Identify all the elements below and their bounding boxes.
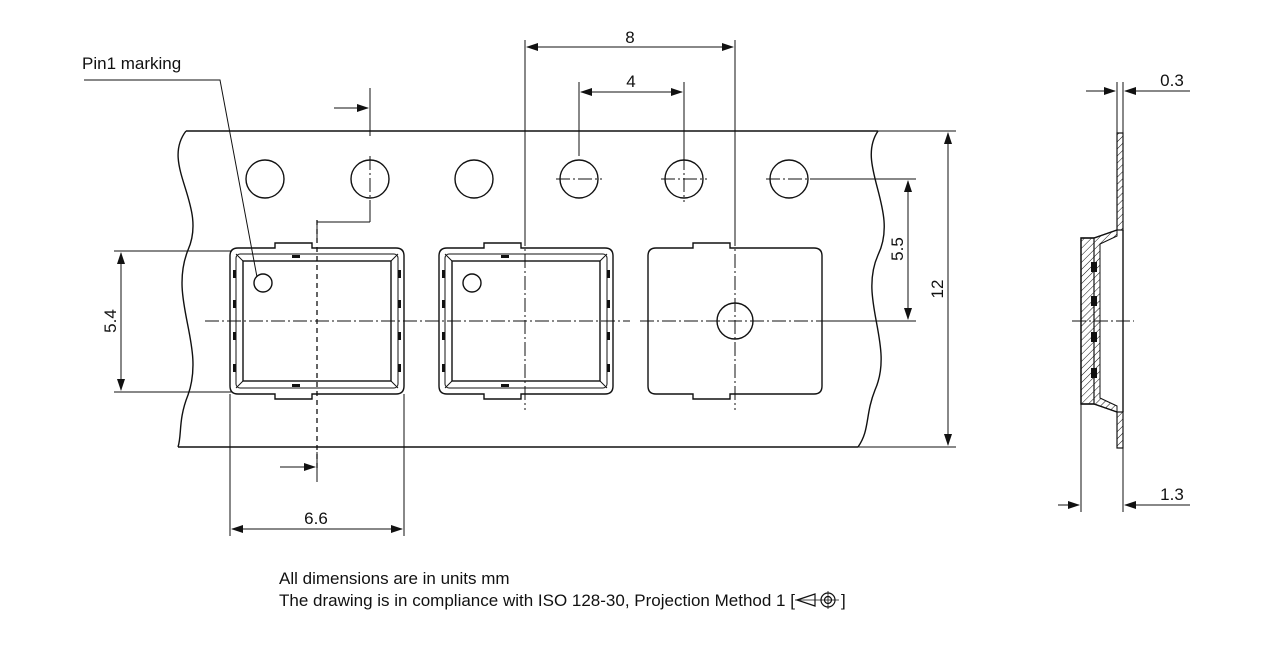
dim-pocket-width [229, 394, 405, 536]
sprocket-hole [245, 159, 285, 199]
dim-hole-to-center-label: 5.5 [888, 237, 907, 261]
iso-note: The drawing is in compliance with ISO 12… [279, 590, 846, 612]
dim-tape-width-label: 12 [928, 280, 947, 299]
pin1-dot [253, 273, 273, 293]
dim-thickness-label: 0.3 [1160, 71, 1184, 90]
dim-pocket-height-label: 5.4 [101, 309, 120, 333]
dim-pocket-width-label: 6.6 [304, 509, 328, 528]
dim-thickness [1086, 82, 1190, 133]
sprocket-holes [245, 156, 812, 202]
drawing-notes: All dimensions are in units mm The drawi… [279, 568, 846, 612]
pin1-dot [462, 273, 482, 293]
dim-pocket-height [114, 250, 232, 393]
section-view [1072, 132, 1134, 449]
dim-pitch-label: 8 [625, 28, 634, 47]
units-note: All dimensions are in units mm [279, 569, 510, 588]
carrier-tape [177, 130, 885, 448]
dim-depth [1058, 404, 1190, 512]
iso-note-text: The drawing is in compliance with ISO 12… [279, 591, 795, 610]
dim-hole-to-center [812, 178, 916, 322]
center-lines [205, 220, 910, 470]
dim-hole-pitch [578, 82, 685, 156]
iso-note-end: ] [840, 591, 846, 610]
sprocket-hole [454, 159, 494, 199]
dim-hole-pitch-label: 4 [626, 72, 635, 91]
pin1-marking-label: Pin1 marking [82, 54, 181, 73]
dim-tape-width [858, 130, 956, 448]
pin1-reference [84, 79, 371, 482]
dim-pitch [524, 40, 736, 232]
dim-depth-label: 1.3 [1160, 485, 1184, 504]
projection-symbol-icon [794, 591, 839, 609]
